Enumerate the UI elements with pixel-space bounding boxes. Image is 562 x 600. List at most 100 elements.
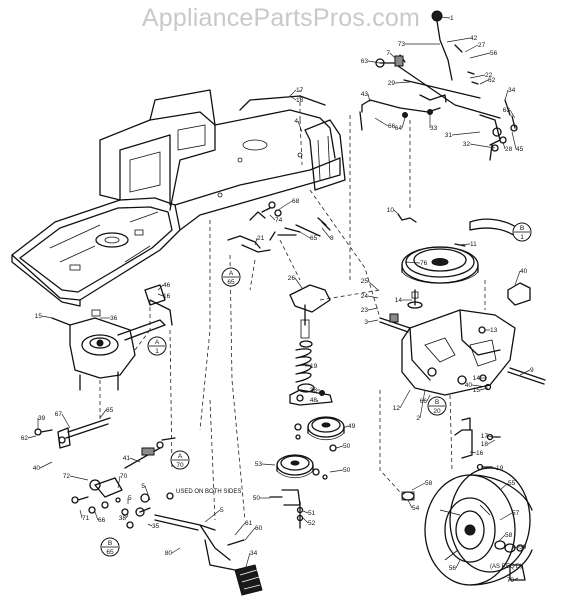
callout-leader: [367, 93, 371, 103]
callout-leader: [504, 89, 509, 101]
part-callout-60: 60: [255, 525, 263, 532]
clutch-pedal-linkage: [34, 284, 263, 596]
callout-leader: [367, 295, 379, 299]
callout-leader: [367, 280, 379, 291]
callout-leader: [171, 547, 181, 554]
callout-leader: [335, 445, 344, 449]
callout-leader: [502, 141, 506, 150]
part-callout-18: 18: [481, 441, 489, 448]
callout-leader: [329, 469, 344, 473]
callout-leader: [487, 466, 497, 469]
part-callout-9: 9: [530, 367, 534, 374]
part-callout-2: 2: [416, 415, 420, 422]
part-callout-64: 64: [395, 125, 403, 132]
part-callout-34: 34: [508, 87, 516, 94]
callout-leader: [294, 277, 303, 289]
callout-leader: [41, 315, 53, 319]
part-callout-59: 59: [519, 544, 527, 551]
part-callout-17: 17: [481, 433, 489, 440]
part-callout-80: 80: [165, 550, 173, 557]
callout-leader: [469, 74, 486, 79]
callout-leader: [469, 451, 477, 454]
ref-circle-a1: A 1: [147, 336, 167, 356]
part-callout-66: 66: [98, 517, 106, 524]
callout-leader: [129, 457, 141, 463]
part-callout-14: 14: [395, 297, 403, 304]
ref-b1-top: B: [520, 225, 524, 232]
callout-leader: [117, 475, 121, 489]
callout-leader: [455, 559, 461, 569]
part-callout-17: 17: [296, 87, 304, 94]
part-callout-15: 15: [473, 387, 481, 394]
reference-circles: B 1 A 65 A 1 B 20: [100, 222, 532, 557]
callout-leader: [69, 475, 89, 481]
callout-leader: [446, 37, 471, 43]
callout-leader: [269, 214, 276, 221]
part-callout-51: 51: [308, 510, 316, 517]
ref-circle-a70: A 70: [170, 450, 190, 470]
part-callout-56: 56: [449, 565, 457, 572]
callout-leader: [342, 425, 349, 429]
part-callout-58: 58: [425, 480, 433, 487]
ref-a70-bottom: 70: [176, 462, 184, 469]
part-callout-70: 70: [120, 473, 128, 480]
part-callout-50: 50: [343, 467, 351, 474]
note-as-reqd: (AS REQ'D): [490, 564, 522, 570]
part-callout-74: 74: [275, 217, 283, 224]
part-callout-42: 42: [470, 35, 478, 42]
callout-leader: [277, 200, 293, 211]
part-callout-56: 56: [490, 50, 498, 57]
part-callout-58: 58: [505, 532, 513, 539]
callout-leader: [394, 81, 411, 84]
callout-leader: [157, 284, 164, 291]
callout-leader: [244, 527, 256, 541]
part-callout-43: 43: [361, 91, 369, 98]
callout-leader: [497, 534, 506, 543]
part-callout-15: 15: [35, 313, 43, 320]
part-callout-66: 66: [388, 123, 396, 130]
callout-leader: [289, 89, 297, 97]
chassis-frame: [11, 89, 346, 307]
part-callout-40: 40: [465, 382, 473, 389]
ref-circle-b65: B 65: [100, 537, 120, 557]
part-callout-18: 18: [296, 97, 304, 104]
part-callout-68: 68: [292, 198, 300, 205]
callout-leader: [511, 131, 517, 150]
part-callout-16: 16: [163, 293, 171, 300]
part-callout-63: 63: [503, 107, 511, 114]
callout-leader: [39, 461, 53, 469]
part-callout-21: 21: [257, 235, 265, 242]
part-callout-23: 23: [361, 307, 369, 314]
part-callout-45: 45: [516, 146, 524, 153]
callout-leader: [469, 143, 496, 149]
part-callout-50: 50: [253, 495, 261, 502]
part-callout-54: 54: [412, 505, 420, 512]
part-callout-3: 3: [364, 319, 368, 326]
part-callout-57: 57: [512, 510, 520, 517]
callout-leader: [27, 435, 37, 439]
callout-leader: [302, 510, 309, 514]
part-callout-5: 5: [220, 507, 224, 514]
callout-leader: [367, 60, 381, 64]
callout-leader: [157, 293, 164, 297]
part-callout-32: 32: [463, 141, 471, 148]
callout-leader: [451, 131, 481, 136]
part-callout-4: 4: [294, 118, 298, 125]
part-callout-66: 66: [420, 398, 428, 405]
ref-circle-b1: B 1: [512, 222, 532, 242]
callout-leader: [297, 120, 303, 133]
transaxle-assembly: [379, 213, 546, 471]
part-callout-1: 1: [450, 15, 454, 22]
rear-wheel: [401, 467, 533, 586]
callout-leader: [471, 384, 488, 388]
ref-a70-top: A: [178, 453, 183, 460]
callout-leader: [511, 546, 520, 549]
callout-leader: [374, 117, 389, 127]
part-callout-5: 5: [128, 495, 132, 502]
callout-leader: [125, 514, 129, 519]
callout-leader: [144, 485, 151, 501]
part-callout-10: 10: [387, 207, 395, 214]
part-callout-19: 19: [310, 363, 318, 370]
